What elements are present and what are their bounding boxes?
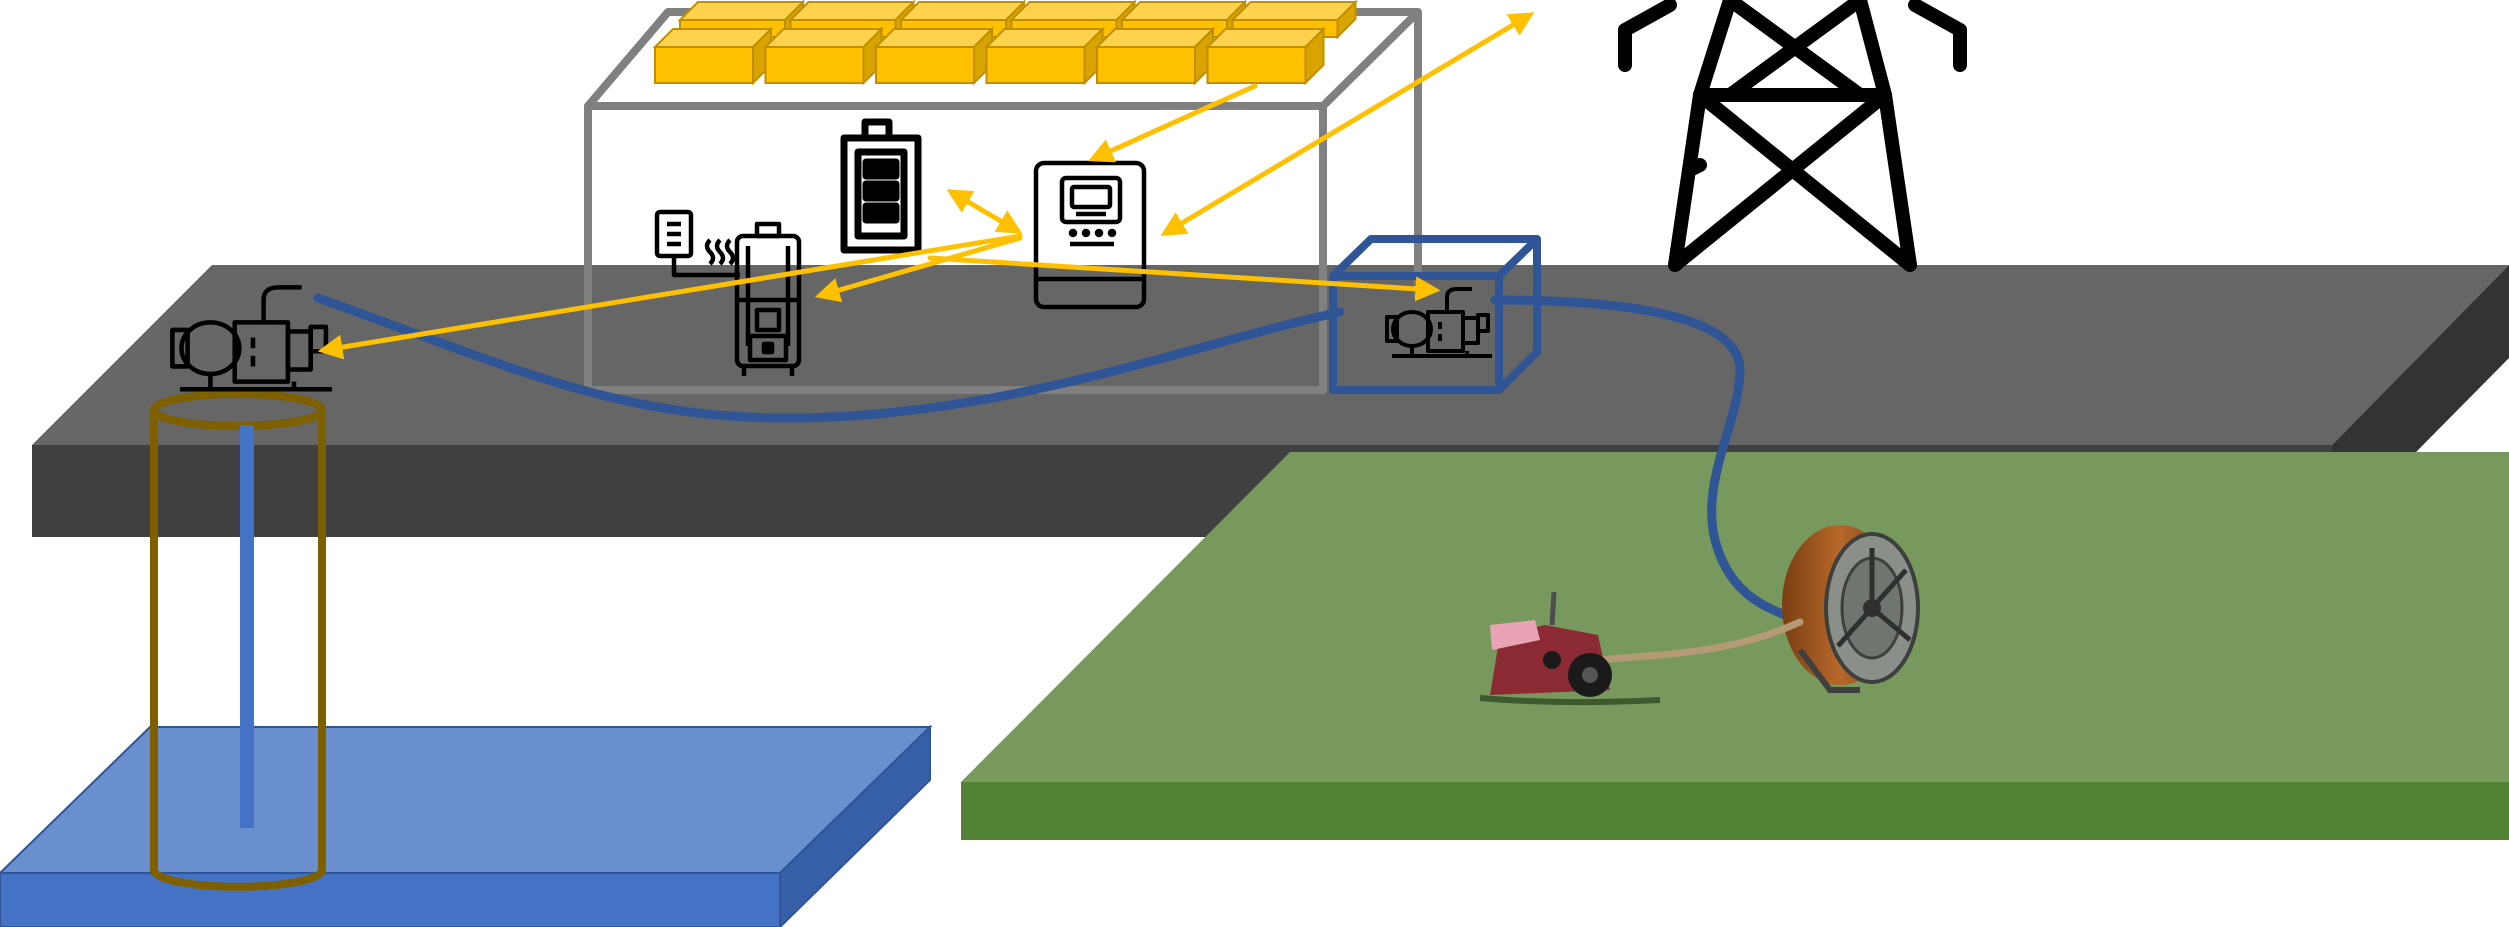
booster-pump-icon: [1385, 287, 1492, 358]
arrow-solar-to-inverter: [1088, 83, 1258, 163]
solar-panel-icon: [873, 26, 995, 86]
energy-flow-arrows: [317, 12, 1535, 360]
well-pump-icon: [170, 285, 332, 392]
sprinkler-cart: [1479, 591, 1661, 706]
arrow-inverter-to-booster-pump: [927, 255, 1441, 302]
hose-reel-irrigator: [1782, 525, 1920, 693]
solar-panel-icon: [1094, 26, 1216, 86]
arrow-battery-inverter: [946, 189, 1023, 234]
water-pipe: [313, 293, 1790, 620]
transmission-tower-icon: [1618, 0, 1967, 272]
solar-panel-icon: [652, 26, 774, 86]
arrow-inverter-to-heater: [814, 235, 1023, 303]
solar-panel-icon: [763, 26, 884, 86]
inverter-icon: [1033, 160, 1147, 310]
booster-pump-enclosure: [1329, 235, 1541, 394]
solar-panel-icon: [1205, 26, 1326, 86]
solar-panel-icon: [984, 26, 1105, 86]
irrigated-field: [961, 452, 2509, 840]
solar-panel-array: [652, 0, 1358, 86]
battery-icon: [840, 118, 922, 254]
water-heater-icon: [654, 209, 802, 376]
arrow-inverter-to-well-pump: [317, 233, 1023, 360]
arrow-grid-inverter: [1160, 12, 1535, 236]
well: [150, 390, 326, 891]
water-reservoir: [0, 724, 933, 927]
